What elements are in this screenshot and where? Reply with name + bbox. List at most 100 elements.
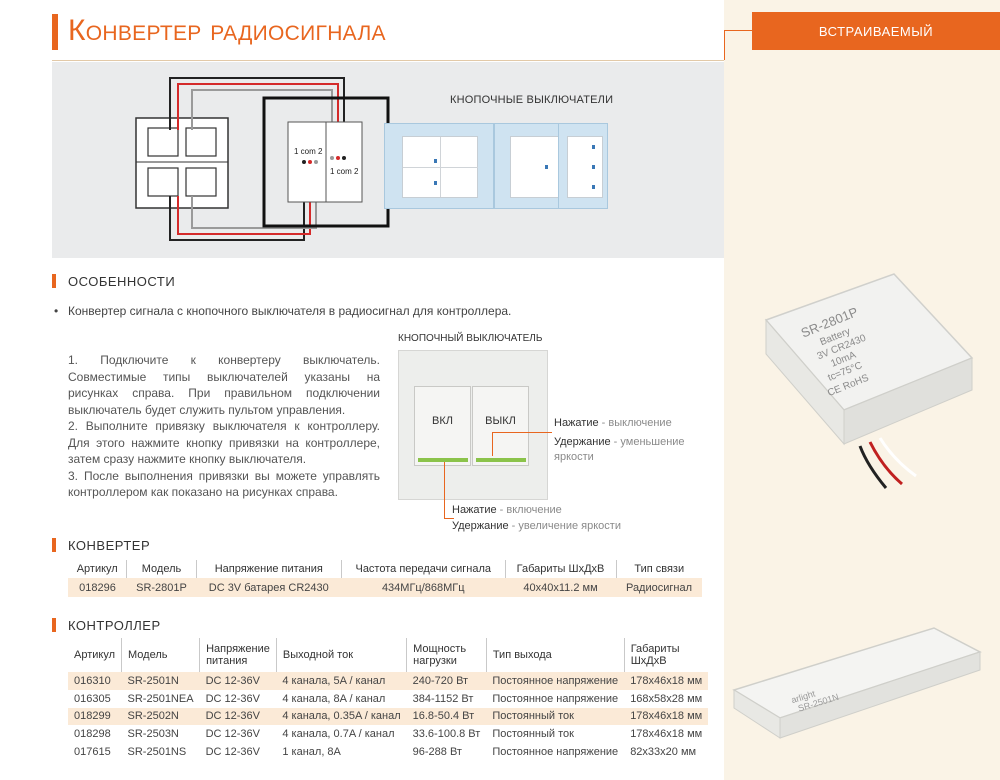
annotation-right-press: Нажатие - выключение xyxy=(554,417,672,429)
table-cell: Постоянное напряжение xyxy=(486,672,625,690)
table-cell: SR-2801P xyxy=(126,578,197,597)
col-header: Модель xyxy=(126,560,197,578)
section-marker xyxy=(52,618,56,632)
callout-line xyxy=(444,518,454,519)
controller-heading: контроллер xyxy=(68,618,161,633)
table-cell: DC 12-36V xyxy=(199,672,277,690)
category-tab[interactable]: встраиваемый xyxy=(752,12,1000,50)
table-cell: Постоянное напряжение xyxy=(492,692,619,705)
table-row: 018299 SR-2502N DC 12-36V 4 канала, 0.35… xyxy=(68,707,709,726)
table-cell: 434МГц/868МГц xyxy=(341,578,506,597)
table-header-row: Артикул Модель Напряжение питания Выходн… xyxy=(68,638,709,672)
callout-line xyxy=(492,432,493,456)
title-accent-bar xyxy=(52,14,58,50)
table-cell: 33.6-100.8 Вт xyxy=(412,728,481,741)
controller-table: Артикул Модель Напряжение питания Выходн… xyxy=(68,638,709,761)
table-cell: 168x58x28 мм xyxy=(630,692,703,705)
table-cell: 017615 xyxy=(74,746,111,759)
table-header-row: Артикул Модель Напряжение питания Частот… xyxy=(68,560,702,578)
col-header: Габариты ШхДхВ xyxy=(504,560,616,578)
converter-table: Артикул Модель Напряжение питания Частот… xyxy=(68,560,702,597)
col-header: Мощность нагрузки xyxy=(406,638,487,672)
feature-text: Конвертер сигнала с кнопочного выключате… xyxy=(68,304,512,318)
table-cell: DC 12-36V xyxy=(205,746,260,759)
wiring-diagram: 1 com 2 1 com 2 xyxy=(135,77,390,241)
col-header: Модель xyxy=(121,638,200,672)
table-cell: 018298 xyxy=(74,728,111,741)
step-2: 2. Выполните привязку выключателя к конт… xyxy=(68,419,380,466)
converter-product-image: SR-2801P Battery 3V CR2430 10mA tc=75°C … xyxy=(764,273,974,489)
led-indicator xyxy=(418,458,468,462)
col-header: Тип выхода xyxy=(485,638,625,672)
step-3: 3. После выполнения привязки вы можете у… xyxy=(68,468,380,500)
table-cell: DC 3V батарея CR2430 xyxy=(196,578,342,597)
converter-inner xyxy=(287,121,363,203)
table-cell: 96-288 Вт xyxy=(412,746,462,759)
table-cell: 4 канала, 8A / канал xyxy=(282,692,386,705)
label-left: 1 com 2 xyxy=(294,147,323,156)
switch-key xyxy=(185,167,217,197)
col-header: Выходной ток xyxy=(275,638,407,672)
instruction-steps: 1. Подключите к конвертеру выключатель. … xyxy=(68,352,380,501)
table-cell: SR-2501NEA xyxy=(127,692,194,705)
table-cell: 4 канала, 0.35A / канал xyxy=(276,707,407,726)
table-row: 018298 SR-2503N DC 12-36V 4 канала, 0.7A… xyxy=(68,725,708,743)
col-header: Тип связи xyxy=(615,560,702,578)
table-cell: SR-2501N xyxy=(121,672,200,690)
table-cell: 018299 xyxy=(68,707,122,726)
section-marker xyxy=(52,274,56,288)
table-cell: 1 канал, 8A xyxy=(282,746,341,759)
table-row: 018296 SR-2801P DC 3V батарея CR2430 434… xyxy=(68,578,702,597)
col-header: Частота передачи сигнала xyxy=(340,560,506,578)
table-row: 017615 SR-2501NS DC 12-36V 1 канал, 8A 9… xyxy=(68,743,708,761)
buttons-caption: кнопочные выключатели xyxy=(450,94,614,106)
controller-product-image: arlight SR-2501N xyxy=(732,627,982,739)
switch-face xyxy=(567,136,603,198)
label-right: 1 com 2 xyxy=(330,167,359,176)
col-header: Напряжение питания xyxy=(199,638,277,672)
callout-line xyxy=(444,462,445,518)
annotation-bottom-hold: Удержание - увеличение яркости xyxy=(452,520,621,532)
table-cell: 016305 xyxy=(74,692,111,705)
switch-plate-double xyxy=(384,123,494,209)
table-cell: DC 12-36V xyxy=(205,728,260,741)
section-marker xyxy=(52,538,56,552)
wire-red xyxy=(177,83,339,158)
annotation-bottom-press: Нажатие - включение xyxy=(452,504,562,516)
features-heading: особенности xyxy=(68,274,176,289)
terminal xyxy=(308,160,312,164)
title-rule xyxy=(52,60,724,61)
switch-caption: кнопочный выключатель xyxy=(398,333,543,344)
switch-face xyxy=(402,136,478,198)
tab-connector xyxy=(724,30,754,31)
switch-plate-triple xyxy=(558,123,608,209)
switch-key xyxy=(185,127,217,157)
table-cell: 018296 xyxy=(68,578,127,597)
col-header: Напряжение питания xyxy=(195,560,342,578)
step-1: 1. Подключите к конвертеру выключатель. … xyxy=(68,353,380,417)
page-title: Конвертер радиосигнала xyxy=(68,14,386,47)
key-off: ВЫКЛ xyxy=(472,386,529,466)
switch-frame xyxy=(135,117,229,209)
table-cell: 16.8-50.4 Вт xyxy=(406,707,487,726)
table-cell: 240-720 Вт xyxy=(406,672,487,690)
col-header: Артикул xyxy=(74,649,116,661)
wire-black xyxy=(169,77,345,158)
terminal xyxy=(330,156,334,160)
terminal xyxy=(342,156,346,160)
table-cell: Постоянный ток xyxy=(492,728,574,741)
terminal xyxy=(336,156,340,160)
callout-line xyxy=(492,432,552,433)
switch-key xyxy=(147,167,179,197)
terminal xyxy=(314,160,318,164)
table-cell: 4 канала, 0.7A / канал xyxy=(282,728,395,741)
table-cell: Постоянный ток xyxy=(486,707,625,726)
table-cell: 82x33x20 мм xyxy=(630,746,697,759)
annotation-right-hold-cont: яркости xyxy=(554,451,594,463)
switch-key xyxy=(147,127,179,157)
bullet: • xyxy=(54,304,59,318)
col-header: Габариты ШхДхВ xyxy=(623,638,709,672)
table-cell: SR-2501NS xyxy=(127,746,187,759)
table-cell: 178x46x18 мм xyxy=(624,672,709,690)
table-cell: SR-2503N xyxy=(127,728,179,741)
